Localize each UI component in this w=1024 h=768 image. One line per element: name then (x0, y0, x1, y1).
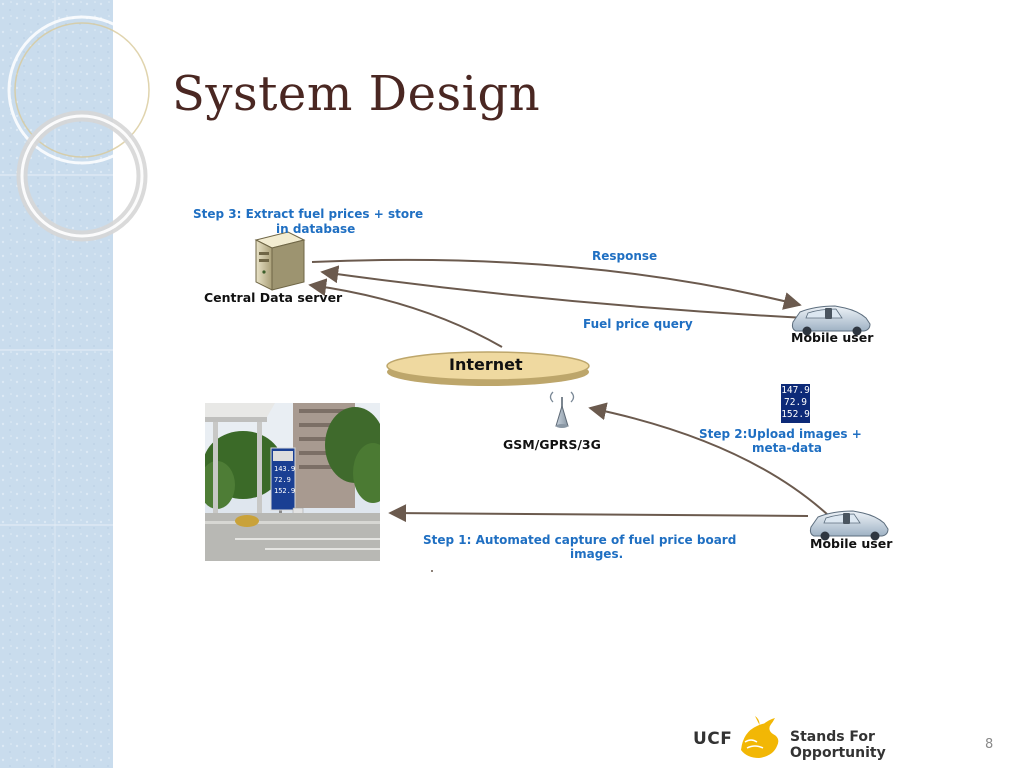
car-icon-top (791, 305, 871, 336)
gas-station-photo-art: 143.9 72.9 152.9 (205, 403, 380, 561)
ucf-wordmark: UCF (693, 729, 733, 749)
cell-tower-icon (549, 391, 575, 428)
pegasus-logo-icon (741, 716, 779, 758)
price-board-value-3: 152.9 (781, 409, 810, 420)
gsm-gprs-3g-label: GSM/GPRS/3G (503, 437, 601, 452)
step1-label-line1: Step 1: Automated capture of fuel price … (423, 533, 737, 547)
step3-label-line2: in database (276, 222, 356, 236)
photo-sign-price-2: 72.9 (274, 476, 291, 484)
step2-label-line1: Step 2:Upload images + (699, 427, 862, 441)
upload-arrow (588, 402, 829, 516)
slide-title: System Design (172, 66, 541, 122)
fuel-price-query-label: Fuel price query (583, 317, 693, 331)
mobile-user-bottom-label: Mobile user (810, 536, 893, 551)
gas-station-photo: 143.9 72.9 152.9 (205, 403, 380, 561)
fuel-price-query-arrow (320, 265, 807, 319)
capture-arrow (388, 504, 809, 523)
car-icon-bottom (809, 510, 889, 541)
central-data-server-label: Central Data server (204, 290, 343, 305)
ucf-tagline: Stands For Opportunity (790, 729, 886, 761)
mobile-user-top-label: Mobile user (791, 330, 874, 345)
internet-label: Internet (449, 355, 523, 374)
internet-disc (386, 351, 590, 386)
response-arrow (311, 258, 802, 310)
page-number: 8 (985, 737, 994, 752)
step1-label-line2: images. (570, 547, 624, 561)
response-label: Response (592, 249, 658, 263)
server-icon (254, 231, 306, 291)
internet-to-server-arrow (308, 278, 503, 348)
step3-label-line1: Step 3: Extract fuel prices + store (193, 207, 424, 221)
photo-sign-price-3: 152.9 (274, 487, 295, 495)
price-board-value-2: 72.9 (784, 397, 807, 408)
fuel-price-board-icon: 147.9 72.9 152.9 (781, 384, 810, 423)
footer-branding: UCF Stands For Opportunity (693, 712, 963, 762)
step2-label-line2: meta-data (752, 441, 822, 455)
photo-sign-price-1: 143.9 (274, 465, 295, 473)
price-board-value-1: 147.9 (781, 385, 810, 396)
